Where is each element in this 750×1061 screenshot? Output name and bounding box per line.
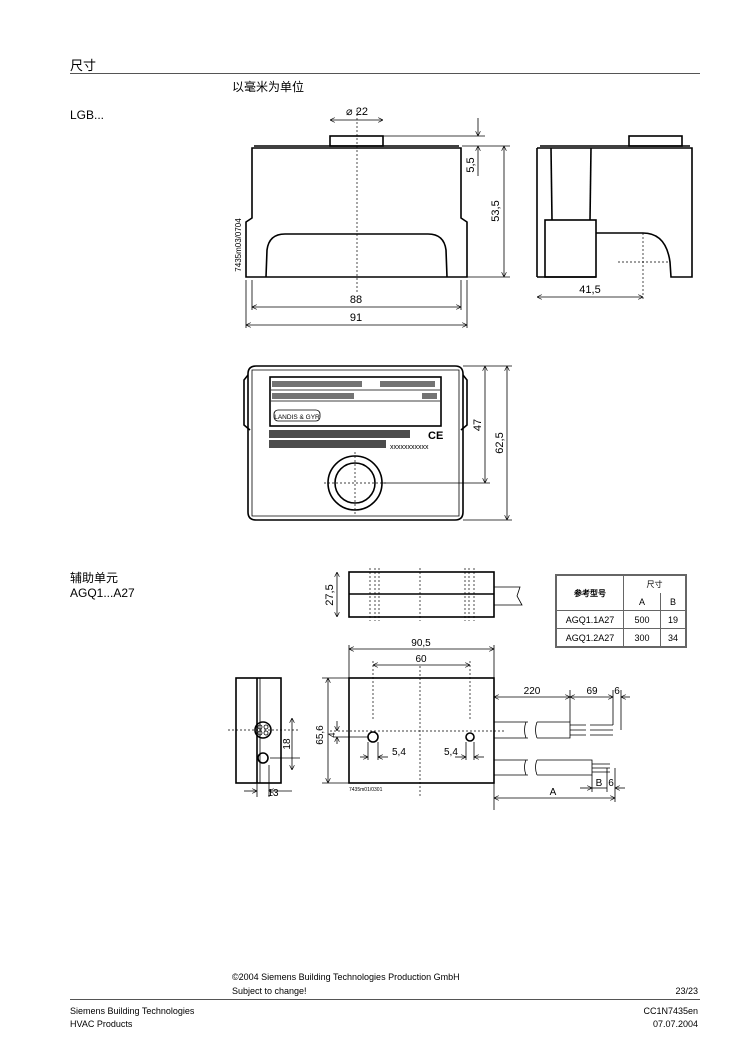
value-b: 34 [660, 628, 687, 648]
drawing-id: 7435m03/0704 [234, 218, 243, 272]
model: AGQ1.1A27 [555, 610, 624, 629]
agq-label-cn: 辅助单元 [70, 571, 119, 585]
model: AGQ1.2A27 [555, 628, 624, 648]
header-rule [70, 73, 700, 74]
dim-90-5: 90,5 [411, 638, 431, 649]
col-dim: 尺寸 [623, 574, 687, 593]
agq-drawing-id: 7435m01/0301 [349, 787, 383, 793]
doc-date: 07.07.2004 [652, 1019, 698, 1029]
dim-13: 13 [267, 788, 279, 799]
page-number: 23/23 [675, 986, 698, 996]
dim-6-top: 6 [614, 686, 620, 697]
dim-91: 91 [350, 312, 362, 324]
col-ref: 参考型号 [555, 574, 624, 611]
footer-rule [70, 999, 700, 1000]
brand-logo: LANDIS & GYR [274, 414, 320, 421]
agq-main-view: 90,5 60 65,6 4 5,4 5,4 7435m01/0301 220 … [315, 638, 630, 810]
dim-88: 88 [350, 294, 362, 306]
dim-41-5: 41,5 [579, 284, 600, 296]
ce-mark: CE [428, 430, 443, 442]
value-a: 500 [623, 610, 661, 629]
dim-53-5: 53,5 [490, 200, 502, 221]
doc-id: CC1N7435en [643, 1006, 698, 1016]
section-title: 尺寸 [70, 58, 97, 73]
dim-27-5: 27,5 [324, 584, 336, 605]
lgb-label: LGB... [70, 108, 105, 122]
value-b: 19 [660, 610, 687, 629]
dim-B: B [596, 778, 603, 789]
agq-side-view: 27,5 [324, 568, 523, 621]
subject-to-change: Subject to change! [232, 986, 307, 996]
agq-end-view: 18 13 [228, 677, 300, 799]
dim-220: 220 [524, 686, 541, 697]
dim-6-bottom: 6 [608, 778, 614, 789]
dim-5-4-left: 5,4 [392, 747, 406, 758]
company: Siemens Building Technologies [70, 1006, 195, 1016]
lgb-label-view: LANDIS & GYR CE xxxxxxxxxxx 47 62,5 [243, 365, 512, 521]
dim-47: 47 [472, 419, 484, 431]
dim-5-4-right: 5,4 [444, 747, 458, 758]
dim-5-5: 5,5 [465, 157, 477, 172]
dim-4: 4 [327, 732, 337, 737]
lgb-side-view: 41,5 [536, 135, 693, 300]
col-b: B [660, 593, 687, 611]
dim-A: A [550, 787, 557, 798]
serial: xxxxxxxxxxx [390, 444, 429, 451]
dim-65-6: 65,6 [315, 725, 326, 745]
dim-diameter: ⌀ 22 [346, 106, 368, 118]
value-a: 300 [623, 628, 661, 648]
dim-62-5: 62,5 [494, 432, 506, 453]
dim-18: 18 [282, 738, 293, 750]
col-a: A [623, 593, 661, 611]
agq-label: AGQ1...A27 [70, 586, 135, 600]
division: HVAC Products [70, 1019, 133, 1029]
lgb-front-view: ⌀ 22 5,5 53,5 88 91 7435m03/0704 [234, 106, 510, 328]
dim-69: 69 [586, 686, 598, 697]
dim-60: 60 [415, 654, 427, 665]
units-note: 以毫米为单位 [232, 80, 305, 94]
copyright: ©2004 Siemens Building Technologies Prod… [232, 972, 460, 982]
